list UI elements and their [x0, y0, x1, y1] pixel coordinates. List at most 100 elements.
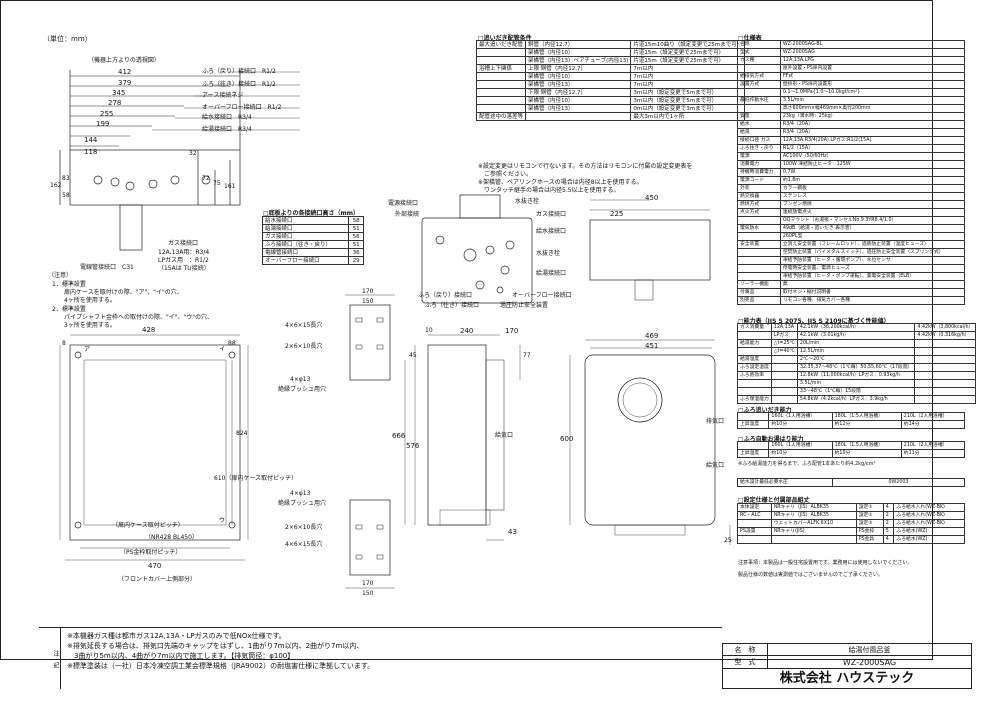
- table-cell: [737, 379, 772, 388]
- table-cell: 12A,13A,LPG: [779, 56, 966, 65]
- table-row: 下限 銅管（内径12.7）3m以内（設定変更で5mまで可）: [475, 88, 746, 97]
- table-cell: NRキャリ（JIS）ALBK35: [770, 503, 857, 512]
- bv-water-in: 給水接続口: [536, 228, 567, 235]
- table-row: 配管途中の落差等最大3m以内で1ヶ所: [475, 112, 746, 121]
- table-row: 上昇温度約10分約10分約11分: [736, 449, 966, 458]
- frame-label-cover: （フロントカバー上側部分）: [118, 576, 197, 583]
- sv-43: 43: [508, 528, 517, 536]
- table-row: ソーラー機能無: [737, 280, 966, 289]
- table-cell: 燃焼方式: [737, 200, 781, 209]
- flue-cover: [589, 219, 711, 281]
- table-cell: [737, 216, 781, 225]
- br-dim-170b: 170: [362, 580, 374, 587]
- table-cell: 設置方式: [737, 80, 781, 89]
- callout-overflow: オーバーフロー接続口 R1/2: [202, 104, 282, 111]
- table-cell: 約1.8m: [779, 176, 966, 185]
- top-view-flue: [119, 204, 143, 251]
- table-cell: △t=25℃: [770, 339, 798, 348]
- callout-earth: アース接続ネジ: [202, 92, 244, 99]
- rv-25: 25: [724, 537, 732, 544]
- sv-240: 240: [460, 327, 474, 335]
- piping-table: 最大追いだき配管銅管（内径12.7）片道15m10曲り（設定変更で25mまで可）…: [475, 40, 746, 121]
- table-cell: 給排気方式: [737, 72, 781, 81]
- table-row: 3.5L/min: [737, 379, 977, 388]
- table-cell: 外装: [737, 184, 781, 193]
- table-cell: リモコン各種、排気カバー各種: [779, 296, 966, 305]
- table-cell: [914, 355, 977, 364]
- table-cell: 停電時安全装置、電源ヒューズ: [779, 264, 966, 273]
- exhaust-port: [617, 377, 663, 423]
- table-cell: 2℃〜20℃: [796, 355, 916, 364]
- dim-379: 379: [118, 79, 132, 87]
- table-cell: ふろ給水入れ(WZ-BK): [893, 519, 965, 528]
- table-cell: 設定②: [855, 511, 884, 520]
- table-cell: [737, 519, 772, 528]
- table-cell: 12.8kW（11,000kcal/h）LPガス：0.93kg/h: [796, 371, 916, 380]
- table-cell: [914, 379, 977, 388]
- br-label-3: 4×φ13: [290, 376, 311, 383]
- table-row: 熱交換器ステンレス: [737, 192, 966, 201]
- hole-a: ア: [84, 346, 91, 353]
- table-cell: [914, 347, 977, 356]
- table-cell: [770, 363, 798, 372]
- chui-5: パイプシャフト金枠への取付けの際、"イ"、"ウ"の穴、: [52, 314, 214, 321]
- table-cell: [770, 355, 798, 364]
- rv-469: 469: [645, 332, 659, 340]
- dim-199: 199: [96, 120, 110, 128]
- table-cell: [737, 232, 781, 241]
- sv-77: 77: [523, 352, 531, 359]
- piping-note-3: ※架橋管、ペアリンクホースの場合は内径8以上を使用する。: [478, 179, 643, 186]
- table-cell: 凍結予防装置（ヒータ・循環ポンプ）、水位センサ: [779, 256, 966, 265]
- table-cell: [770, 395, 798, 404]
- spec-title: □仕様表: [738, 35, 762, 42]
- table-cell: ふろ熱効率: [737, 371, 772, 380]
- table-row: 別売品リモコン各種、排気カバー各種: [737, 296, 966, 305]
- br-label-4: 絶縁ブッシュ用穴: [278, 386, 327, 393]
- table-cell: 49dB（給湯・追いだき 表示音）: [779, 224, 966, 233]
- table-cell: 最低作動水圧: [737, 96, 781, 105]
- table-cell: [737, 347, 772, 356]
- dim-72: 72: [202, 175, 210, 182]
- gas-label: ガス接続口: [168, 240, 199, 247]
- table-cell: [737, 387, 772, 396]
- table-cell: ウェットカバーALFK 6X10: [770, 519, 857, 528]
- auto-table: 160L（1人用浴槽）180L（1.5人用浴槽）210L（2人用浴槽） 上昇温度…: [736, 441, 966, 458]
- flue-top: [459, 194, 501, 219]
- bv-external: 外部接続: [395, 211, 420, 218]
- table-cell: NRキャリ（JIS）ALBK35: [770, 511, 857, 520]
- table-cell: ふろ往き・戻り: [737, 144, 781, 153]
- table-cell: 別売品: [737, 296, 781, 305]
- dim-8: 8: [62, 340, 66, 347]
- table-cell: 型式: [737, 48, 781, 57]
- piping-note-1: ※設定変更はリモコンで行ないます。その方法はリモコンに付属の設定変更表を: [478, 163, 693, 170]
- table-cell: 点火方式: [737, 208, 781, 217]
- table-cell: 電気防水: [737, 224, 781, 233]
- table-cell: 取付ネジ・据付説明書: [779, 288, 966, 297]
- table-cell: 空焚防止装置（バイメタルスイッチ）、過圧防止安全装置（スプリング式）: [779, 248, 966, 257]
- top-view-caption: （機器上方よりの透視図）: [88, 57, 160, 64]
- table-row: 0.1〜1.0MPa{1.0〜10.0kgf/cm²}: [737, 88, 966, 97]
- sv-170: 170: [505, 327, 519, 335]
- table-row: 停電時安全装置、電源ヒューズ: [737, 264, 966, 273]
- acc-title: □設定仕様と付属部品組丈: [738, 497, 810, 504]
- table-row: 高さ600mm×幅469mm×奥行200mm: [737, 104, 966, 113]
- table-cell: 0.7W: [779, 168, 966, 177]
- table-cell: [770, 535, 857, 544]
- piping-note-4: ワンタッチ継手の場合は内径5.5以上を使用する。: [478, 187, 620, 194]
- table-cell: 電源: [737, 152, 781, 161]
- table-row: 架橋管（内径13）ペアチューブ(内径13)片道15m（設定変更で25mまで可）: [475, 56, 746, 65]
